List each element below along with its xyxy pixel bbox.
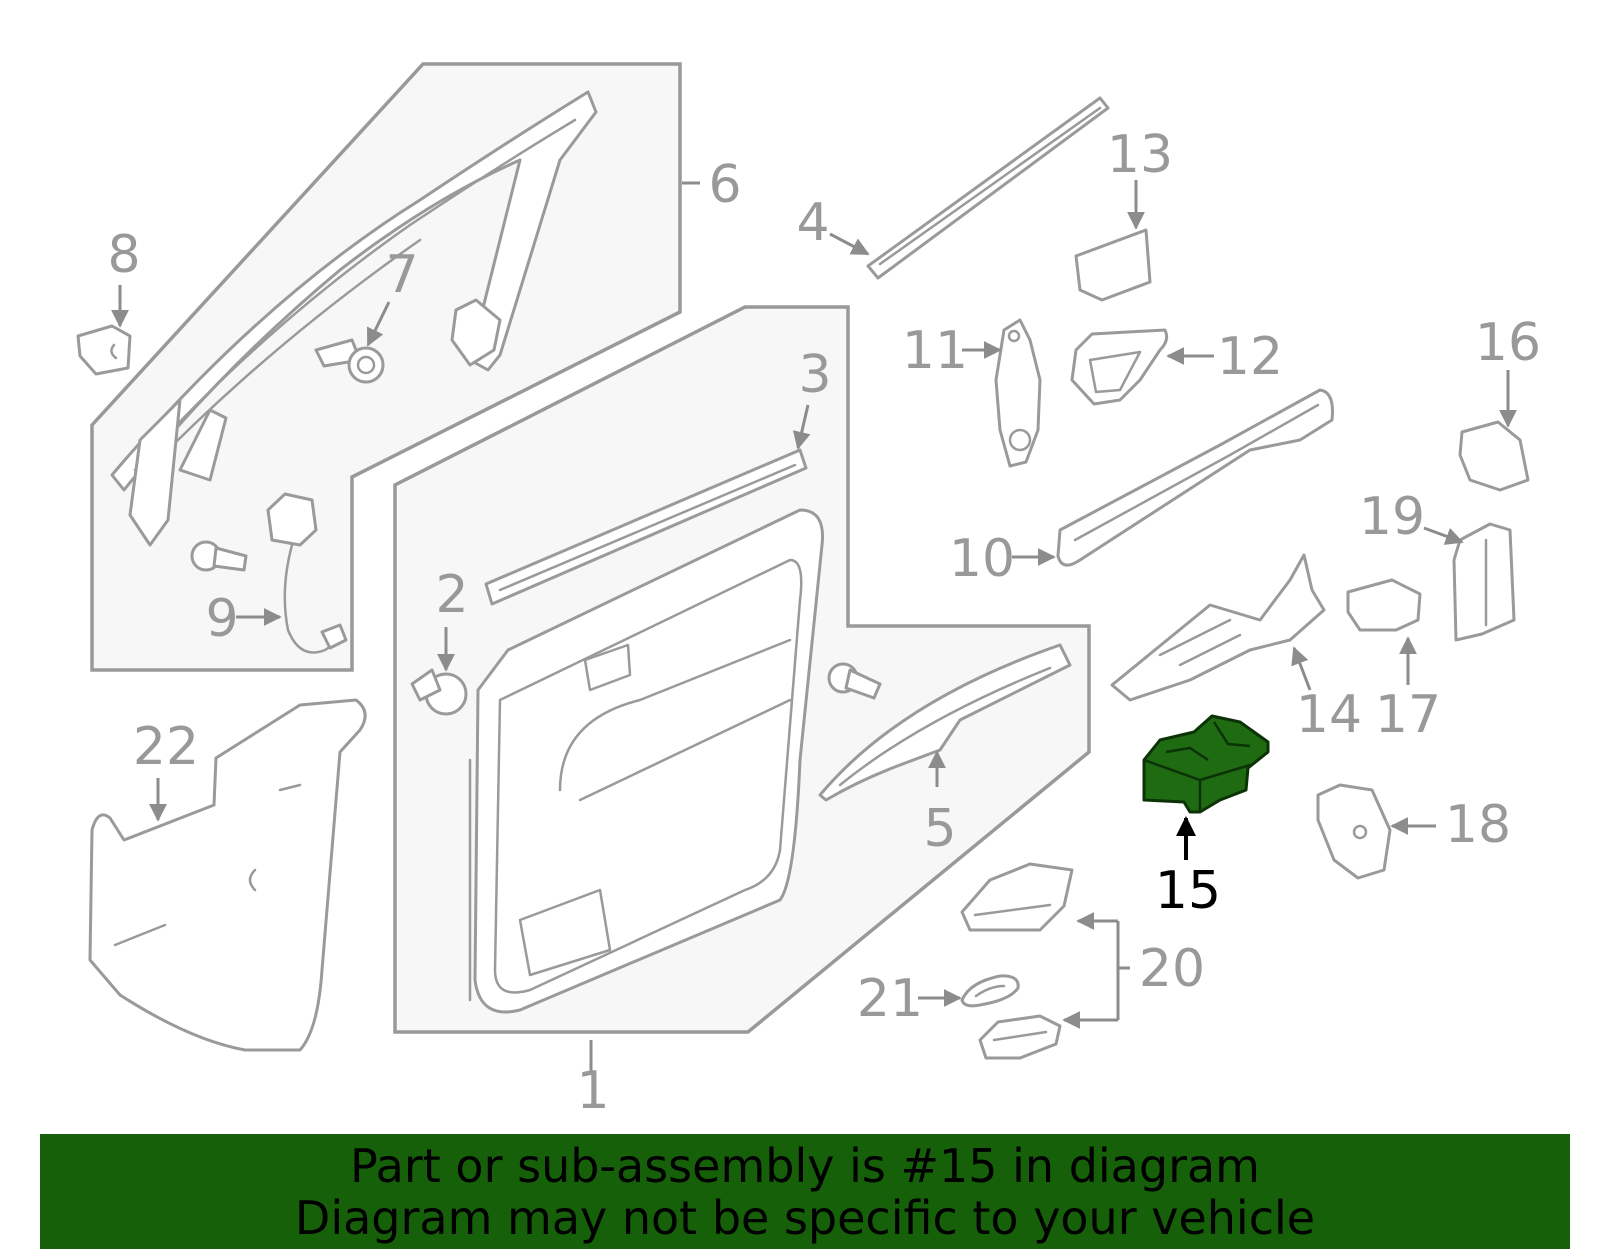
callout-10: 10 — [949, 529, 1015, 589]
part-7-clip — [314, 338, 385, 384]
banner-line-disclaimer: Diagram may not be specific to your vehi… — [294, 1191, 1316, 1245]
part-11-latch-bracket — [994, 318, 1042, 468]
part-6-window-sash — [110, 90, 598, 547]
callout-22: 22 — [133, 717, 199, 777]
part-10-armrest-pad — [1056, 388, 1334, 567]
info-banner: Part or sub-assembly is #15 in diagram D… — [40, 1134, 1570, 1249]
callout-12: 12 — [1217, 327, 1283, 387]
callout-2: 2 — [435, 565, 468, 625]
callout-21: 21 — [857, 969, 923, 1029]
part-14-switch-bezel — [1110, 553, 1326, 702]
callout-20: 20 — [1139, 939, 1205, 999]
callout-14: 14 — [1296, 685, 1362, 745]
callout-3: 3 — [798, 345, 831, 405]
part-bolt-b — [827, 662, 882, 700]
part-2-clip — [410, 668, 468, 716]
part-18-switch — [1316, 783, 1392, 880]
part-20-lamp-lower — [978, 1014, 1062, 1060]
callout-7: 7 — [385, 245, 418, 305]
part-9-harness — [266, 492, 348, 654]
callout-5: 5 — [923, 799, 956, 859]
part-13-cover — [1074, 228, 1152, 302]
part-22-water-shield — [88, 698, 367, 1052]
callout-19: 19 — [1359, 487, 1425, 547]
part-21-lens — [960, 974, 1020, 1008]
part-12-inside-handle — [1070, 328, 1169, 406]
part-19-module — [1452, 522, 1516, 642]
callout-11: 11 — [902, 321, 968, 381]
part-15-power-window-master-switch — [1142, 714, 1270, 814]
callout-18: 18 — [1445, 795, 1511, 855]
callout-1: 1 — [576, 1061, 609, 1121]
part-17-switch — [1346, 578, 1422, 632]
banner-line-part-number: Part or sub-assembly is #15 in diagram — [350, 1139, 1260, 1193]
part-bolt-a — [190, 540, 248, 572]
callout-17: 17 — [1375, 685, 1441, 745]
leader-lines — [111, 180, 1517, 1075]
part-3-weatherstrip — [484, 448, 808, 606]
callout-6: 6 — [708, 155, 741, 215]
part-16-switch — [1458, 420, 1530, 492]
callout-4: 4 — [796, 193, 829, 253]
part-20-lamp-upper — [960, 862, 1074, 932]
callout-16: 16 — [1475, 313, 1541, 373]
callout-15: 15 — [1155, 861, 1221, 921]
callout-8: 8 — [107, 225, 140, 285]
callout-labels: 1 2 3 4 5 6 7 8 9 10 11 12 13 14 15 16 1… — [107, 125, 1541, 1121]
part-4-belt-molding — [866, 96, 1110, 280]
part-5-armrest-trim — [818, 643, 1072, 802]
callout-9: 9 — [205, 589, 238, 649]
part-1-door-panel — [468, 508, 825, 1014]
part-8-bracket — [76, 324, 132, 376]
callout-13: 13 — [1107, 125, 1173, 185]
